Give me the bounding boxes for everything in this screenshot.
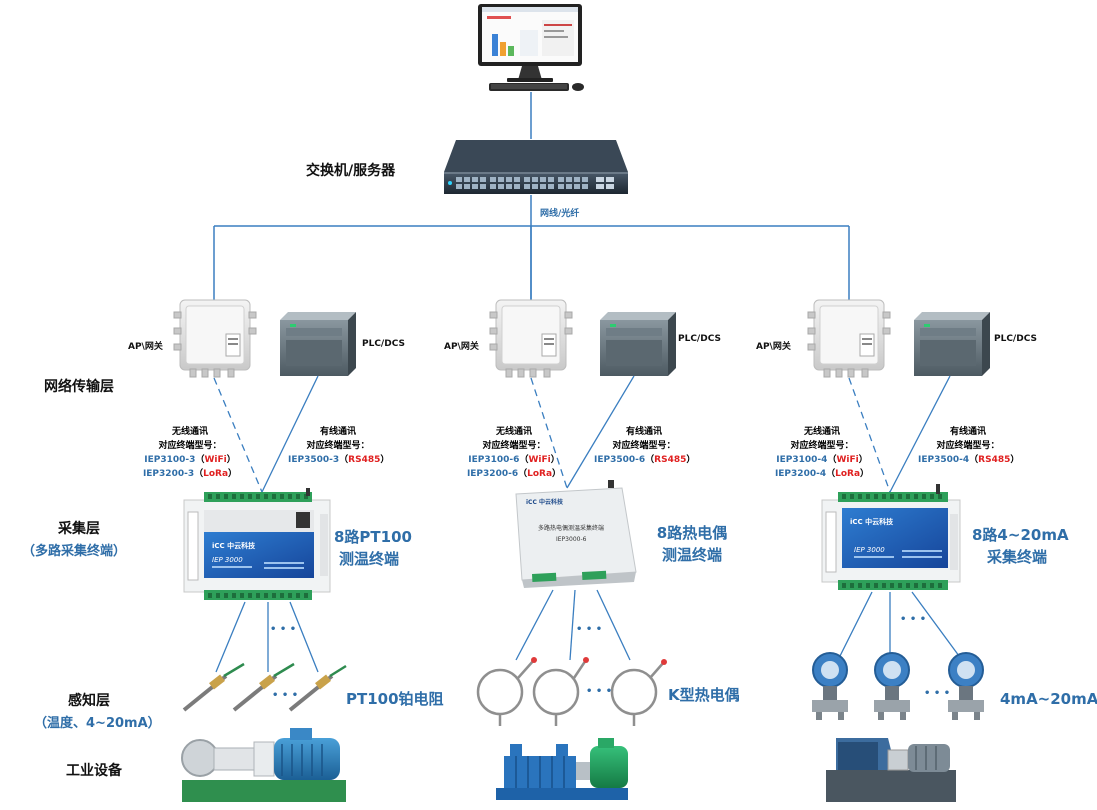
ap-gateway-icon: [173, 299, 257, 378]
plc-dcs-icon: [600, 312, 676, 376]
network-switch-icon: [444, 140, 628, 194]
more-dots-6: • • •: [924, 688, 951, 699]
wireless-model-lora: IEP3200-3（LoRa）: [142, 469, 238, 479]
wireless-subtitle: 对应终端型号：: [482, 441, 546, 451]
network-tree-lines: [213, 195, 850, 300]
wireless-title: 无线通讯: [803, 427, 840, 437]
acquisition-layer-label: 采集层: [58, 521, 100, 537]
wireless-comm-block-2: 无线通讯 对应终端型号： IEP3100-6（WiFi） IEP3200-6（L…: [464, 425, 564, 481]
sensing-layer-label: 感知层: [68, 693, 110, 709]
current-terminal-device: iCC 中云科技 IEP 3000: [821, 492, 961, 590]
wireless-title: 无线通讯: [171, 427, 208, 437]
wired-title: 有线通讯: [319, 427, 356, 437]
transmitter-icon: [812, 652, 848, 720]
device-model-text: IEP 3000: [212, 556, 243, 564]
pt100-terminal-device: iCC 中云科技 IEP 3000: [183, 492, 331, 600]
terminal-links: [213, 375, 951, 493]
wireless-subtitle: 对应终端型号：: [158, 441, 222, 451]
wireless-model-wifi: IEP3100-4（WiFi）: [776, 455, 868, 465]
antenna-icon: [936, 484, 940, 494]
plc-label-1: PLC/DCS: [362, 339, 405, 349]
sensor-label-1: PT100铂电阻: [346, 690, 444, 708]
plc-dcs-icon: [280, 312, 356, 376]
plc-label-3: PLC/DCS: [994, 334, 1037, 344]
wired-subtitle: 对应终端型号：: [612, 441, 676, 451]
multistage-pump-icon: [496, 738, 628, 800]
plc-dcs-icon: [914, 312, 990, 376]
device-model-text: IEP3000-6: [556, 536, 587, 543]
wireless-comm-block-1: 无线通讯 对应终端型号： IEP3100-3（WiFi） IEP3200-3（L…: [140, 425, 240, 481]
antenna-icon: [306, 488, 310, 496]
pt100-sensor-icon: [232, 662, 295, 712]
wired-comm-block-2: 有线通讯 对应终端型号： IEP3500-6（RS485）: [594, 425, 696, 467]
wireless-model-wifi: IEP3100-3（WiFi）: [144, 455, 236, 465]
network-cable-label: 网线/光纤: [540, 209, 580, 219]
thermocouple-sensor-icon: [610, 661, 665, 726]
equipment-layer-label: 工业设备: [66, 763, 122, 779]
acquisition-layer-sublabel: （多路采集终端）: [22, 544, 127, 559]
pump-motor-icon: [181, 728, 346, 802]
device-brand: iCC 中云科技: [850, 517, 894, 526]
ap-label-1: AP\网关: [128, 342, 163, 352]
monitor-icon: [478, 4, 584, 91]
wireless-comm-block-3: 无线通讯 对应终端型号： IEP3100-4（WiFi） IEP3200-4（L…: [772, 425, 872, 481]
wired-title: 有线通讯: [949, 427, 986, 437]
thermocouple-sensor-icon: [532, 659, 588, 726]
network-layer-label: 网络传输层: [44, 379, 114, 395]
terminal-name-2: 8路热电偶测温终端: [656, 524, 728, 564]
pt100-sensor-icon: [288, 664, 347, 712]
device-model-text: IEP 3000: [854, 546, 885, 554]
plc-label-2: PLC/DCS: [678, 334, 721, 344]
wired-model-rs485: IEP3500-4（RS485）: [918, 455, 1020, 465]
wired-subtitle: 对应终端型号：: [936, 441, 1000, 451]
more-dots-4: • • •: [272, 690, 299, 701]
device-brand: iCC 中云科技: [212, 541, 256, 550]
transmitter-icon: [948, 652, 984, 720]
wireless-model-lora: IEP3200-6（LoRa）: [466, 469, 562, 479]
wired-comm-block-1: 有线通讯 对应终端型号： IEP3500-3（RS485）: [288, 425, 390, 467]
wired-comm-block-3: 有线通讯 对应终端型号： IEP3500-4（RS485）: [918, 425, 1020, 467]
wired-model-rs485: IEP3500-3（RS485）: [288, 455, 390, 465]
more-dots-1: • • •: [270, 624, 297, 635]
device-title-text: 多路热电偶测温采集终端: [538, 524, 604, 532]
sensing-layer-sublabel: （温度、4~20mA）: [34, 716, 161, 731]
transmitter-icon: [874, 652, 910, 720]
device-brand: iCC 中云科技: [526, 498, 564, 506]
wireless-model-lora: IEP3200-4（LoRa）: [774, 469, 870, 479]
sensor-links: [215, 589, 963, 673]
more-dots-2: • • •: [576, 624, 603, 635]
ap-label-2: AP\网关: [444, 342, 479, 352]
switch-label: 交换机/服务器: [306, 163, 396, 179]
wired-subtitle: 对应终端型号：: [306, 441, 370, 451]
pt100-sensor-icon: [182, 662, 245, 712]
fan-blower-icon: [826, 738, 956, 802]
ap-label-3: AP\网关: [756, 342, 791, 352]
more-dots-3: • • •: [900, 614, 927, 625]
wireless-title: 无线通讯: [495, 427, 532, 437]
thermocouple-sensor-icon: [476, 659, 535, 726]
ap-gateway-icon: [489, 299, 573, 378]
wireless-subtitle: 对应终端型号：: [790, 441, 854, 451]
sensor-label-3: 4mA~20mA: [1000, 690, 1097, 708]
sensor-label-2: K型热电偶: [668, 686, 740, 704]
ap-gateway-icon: [807, 299, 891, 378]
thermocouple-terminal-device: iCC 中云科技 多路热电偶测温采集终端 IEP3000-6: [515, 480, 637, 588]
wireless-model-wifi: IEP3100-6（WiFi）: [468, 455, 560, 465]
wired-model-rs485: IEP3500-6（RS485）: [594, 455, 696, 465]
more-dots-5: • • •: [586, 686, 613, 697]
wired-title: 有线通讯: [625, 427, 662, 437]
